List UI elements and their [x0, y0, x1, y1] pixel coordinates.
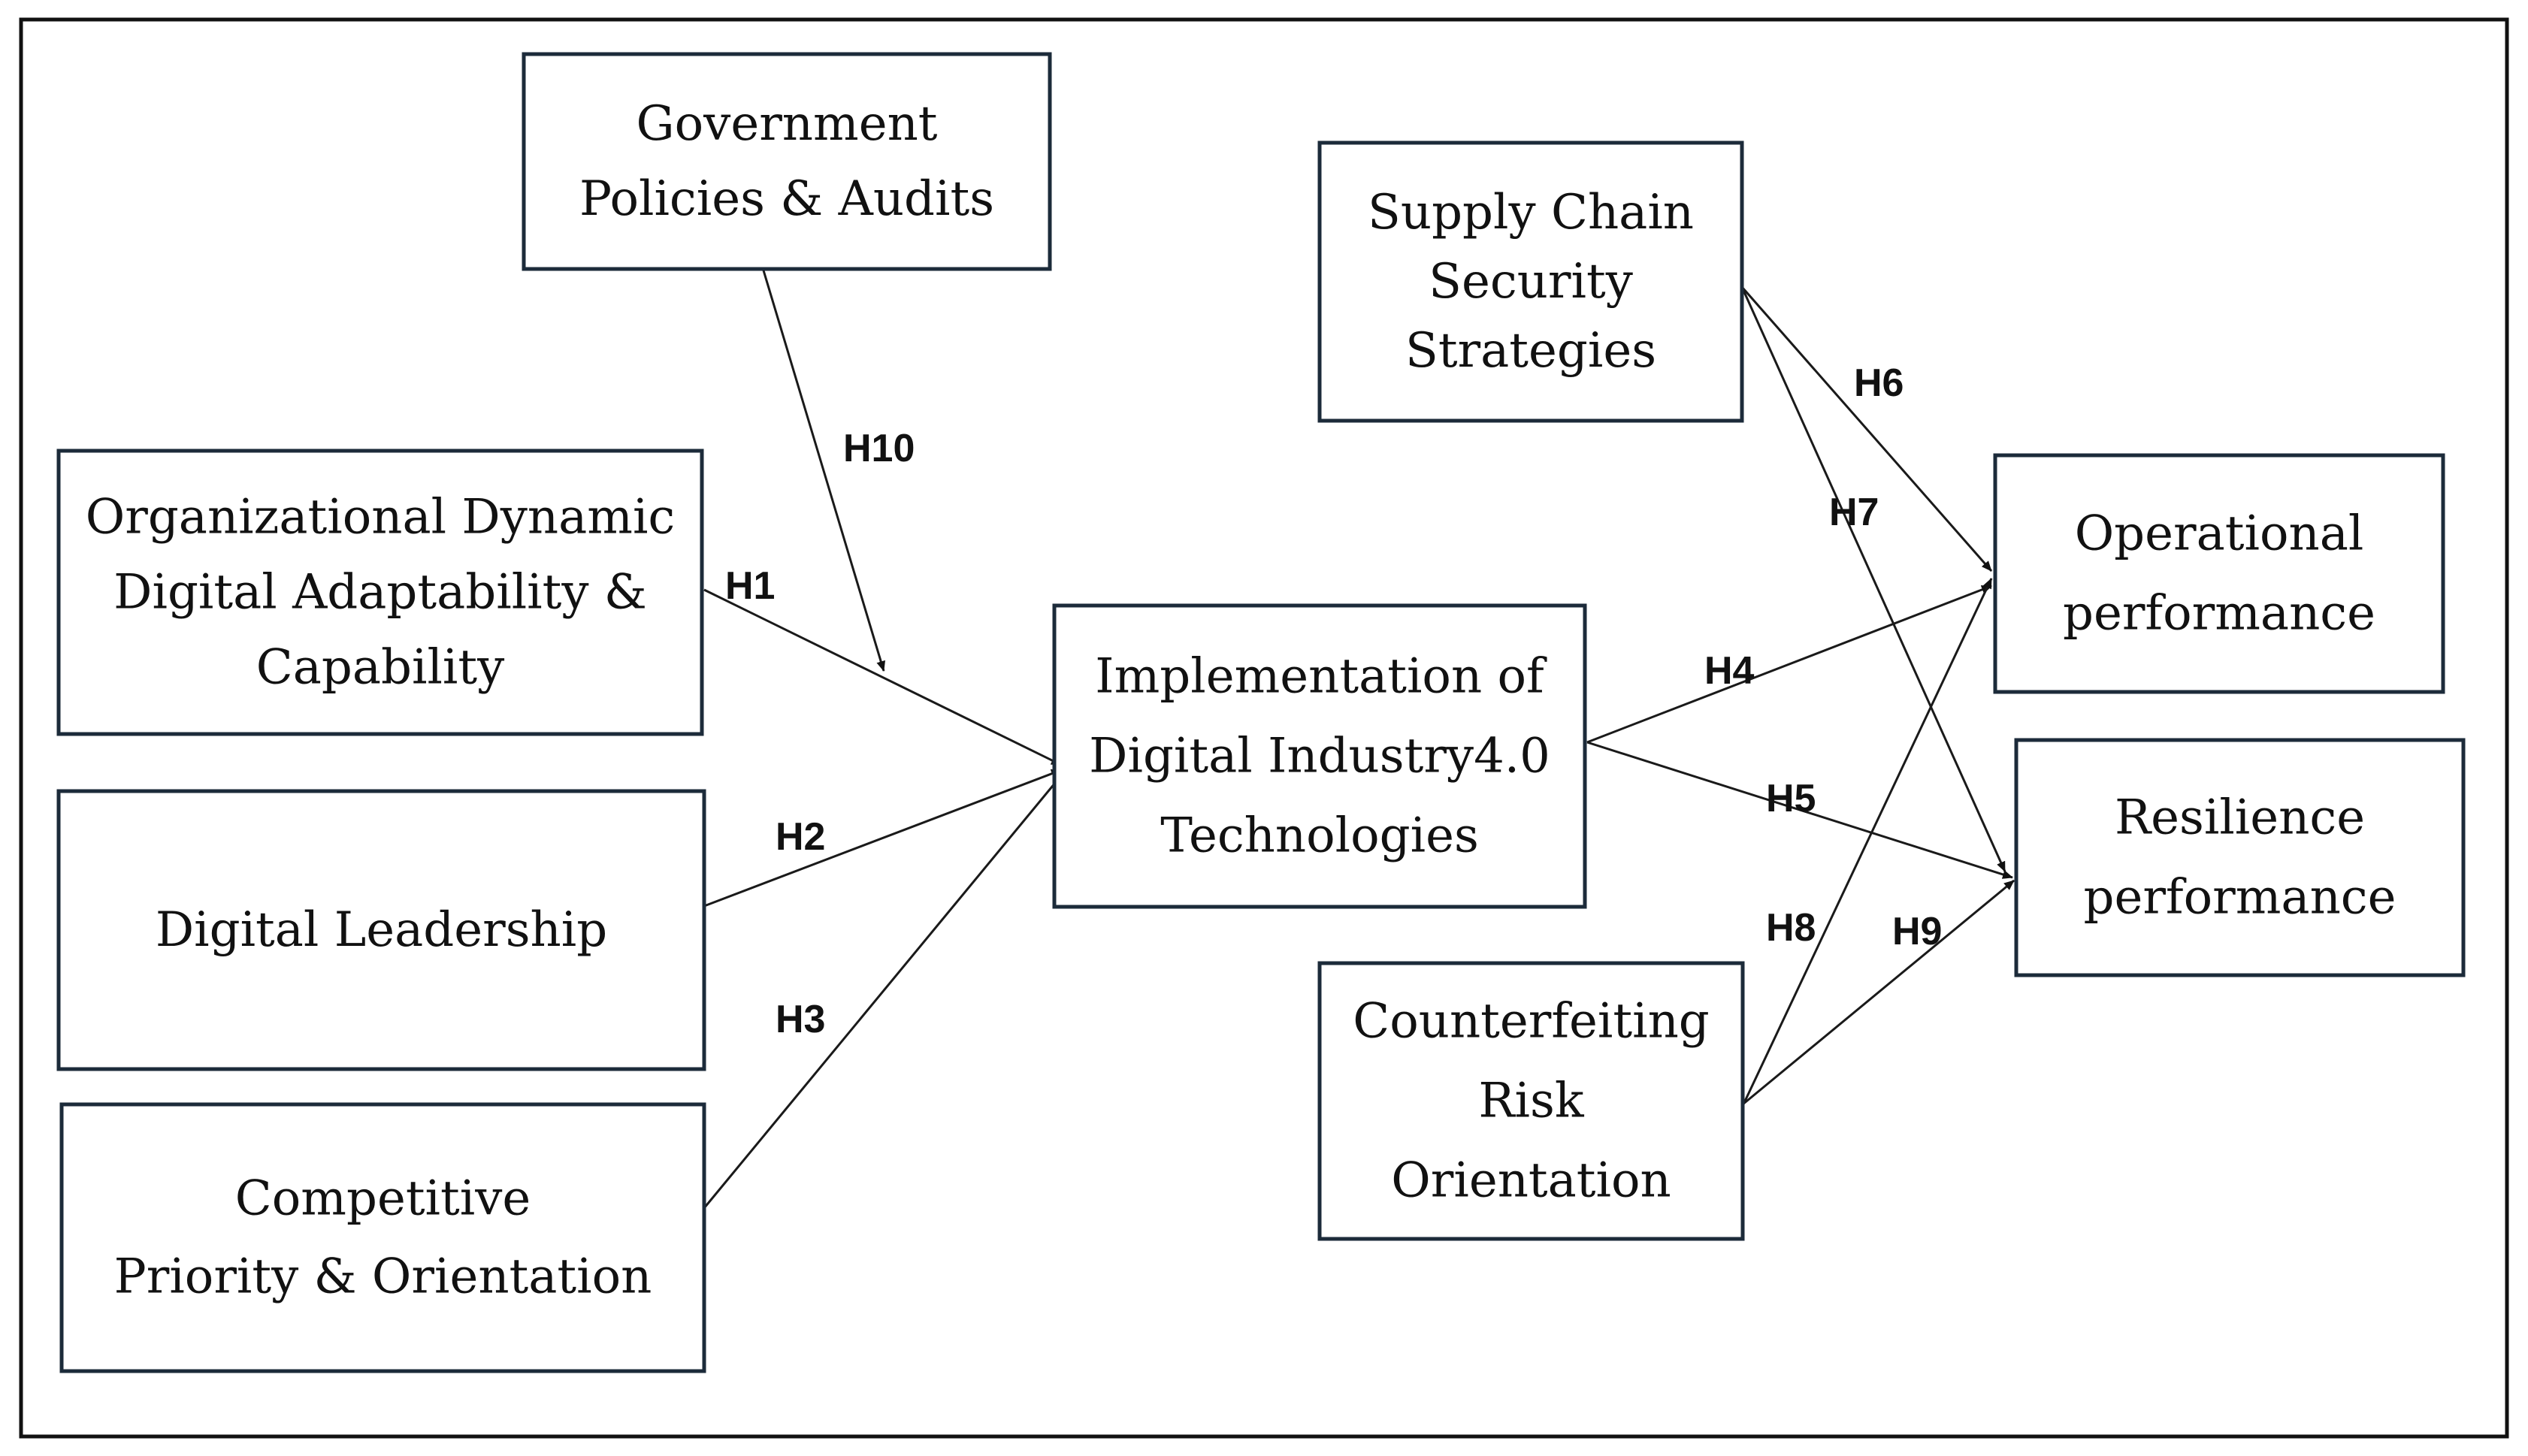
node-resil: Resilience performance [2014, 738, 2466, 977]
edge-label-h5: H5 [1766, 777, 1816, 820]
node-label-supply-line-1: Supply Chain [1368, 185, 1694, 240]
edge-arrow-h6 [1740, 286, 1993, 572]
edge-label-h9: H9 [1892, 910, 1942, 953]
node-label-supply-line-3: Strategies [1405, 323, 1656, 379]
node-label-counter-line-1: Counterfeiting [1353, 994, 1710, 1050]
node-label-impl-line-1: Implementation of [1095, 649, 1547, 705]
node-box-impl [1052, 603, 1587, 909]
node-label-comp-line-2: Priority & Orientation [114, 1249, 652, 1305]
node-label-impl-line-2: Digital Industry4.0 [1089, 729, 1550, 784]
edge-label-h8: H8 [1766, 906, 1816, 950]
node-label-org-line-1: Organizational Dynamic [86, 490, 676, 545]
node-label-org-line-2: Digital Adaptability & [113, 565, 647, 621]
edge-arrow-h2 [703, 769, 1062, 908]
edge-label-h1: H1 [725, 564, 775, 608]
node-label-org-line-3: Capability [256, 640, 505, 696]
node-box-lead [56, 789, 706, 1071]
node-label-lead-line-1: Digital Leadership [156, 902, 607, 958]
node-label-impl-line-3: Technologies [1160, 808, 1479, 864]
node-lead: Digital Leadership [56, 789, 706, 1071]
node-label-resil-line-1: Resilience [2115, 790, 2365, 846]
edge-arrow-h5 [1586, 741, 2013, 879]
edge-label-h6: H6 [1854, 361, 1904, 405]
edge-label-h2: H2 [776, 815, 825, 859]
node-label-gov-line-2: Policies & Audits [579, 171, 994, 227]
node-label-oper-line-2: performance [2063, 586, 2375, 642]
edge-arrow-h10 [762, 270, 886, 672]
node-label-gov-line-1: Government [637, 96, 938, 152]
node-oper: Operational performance [1993, 453, 2445, 694]
node-box-oper [1993, 453, 2445, 694]
node-box-resil [2014, 738, 2466, 977]
node-label-counter-line-2: Risk [1478, 1074, 1585, 1129]
edge-arrow-h4 [1586, 585, 1992, 744]
node-label-supply-line-2: Security [1429, 254, 1633, 310]
node-impl: Implementation of Digital Industry4.0Tech… [1052, 603, 1587, 909]
node-box-supply [1317, 140, 1744, 423]
edge-arrow-h1 [703, 588, 1062, 766]
outer-frame [19, 17, 2509, 1439]
node-box-org [56, 449, 704, 736]
node-box-counter [1317, 961, 1745, 1241]
edge-label-h7: H7 [1829, 491, 1879, 534]
edge-label-h4: H4 [1704, 649, 1755, 693]
edge-arrow-h7 [1740, 286, 2006, 872]
edge-arrow-h9 [1742, 879, 2015, 1106]
node-label-comp-line-1: Competitive [235, 1171, 531, 1227]
edge-label-h10: H10 [843, 427, 915, 470]
edge-arrow-h8 [1741, 578, 1993, 1107]
edges-layer [703, 270, 2015, 1209]
node-box-comp [59, 1102, 706, 1373]
edge-label-h3: H3 [776, 998, 825, 1041]
node-label-oper-line-1: Operational [2075, 506, 2364, 562]
edge-arrow-h3 [703, 773, 1064, 1209]
node-label-resil-line-2: performance [2083, 870, 2396, 926]
node-label-counter-line-3: Orientation [1391, 1153, 1671, 1209]
node-box-gov [522, 52, 1052, 271]
